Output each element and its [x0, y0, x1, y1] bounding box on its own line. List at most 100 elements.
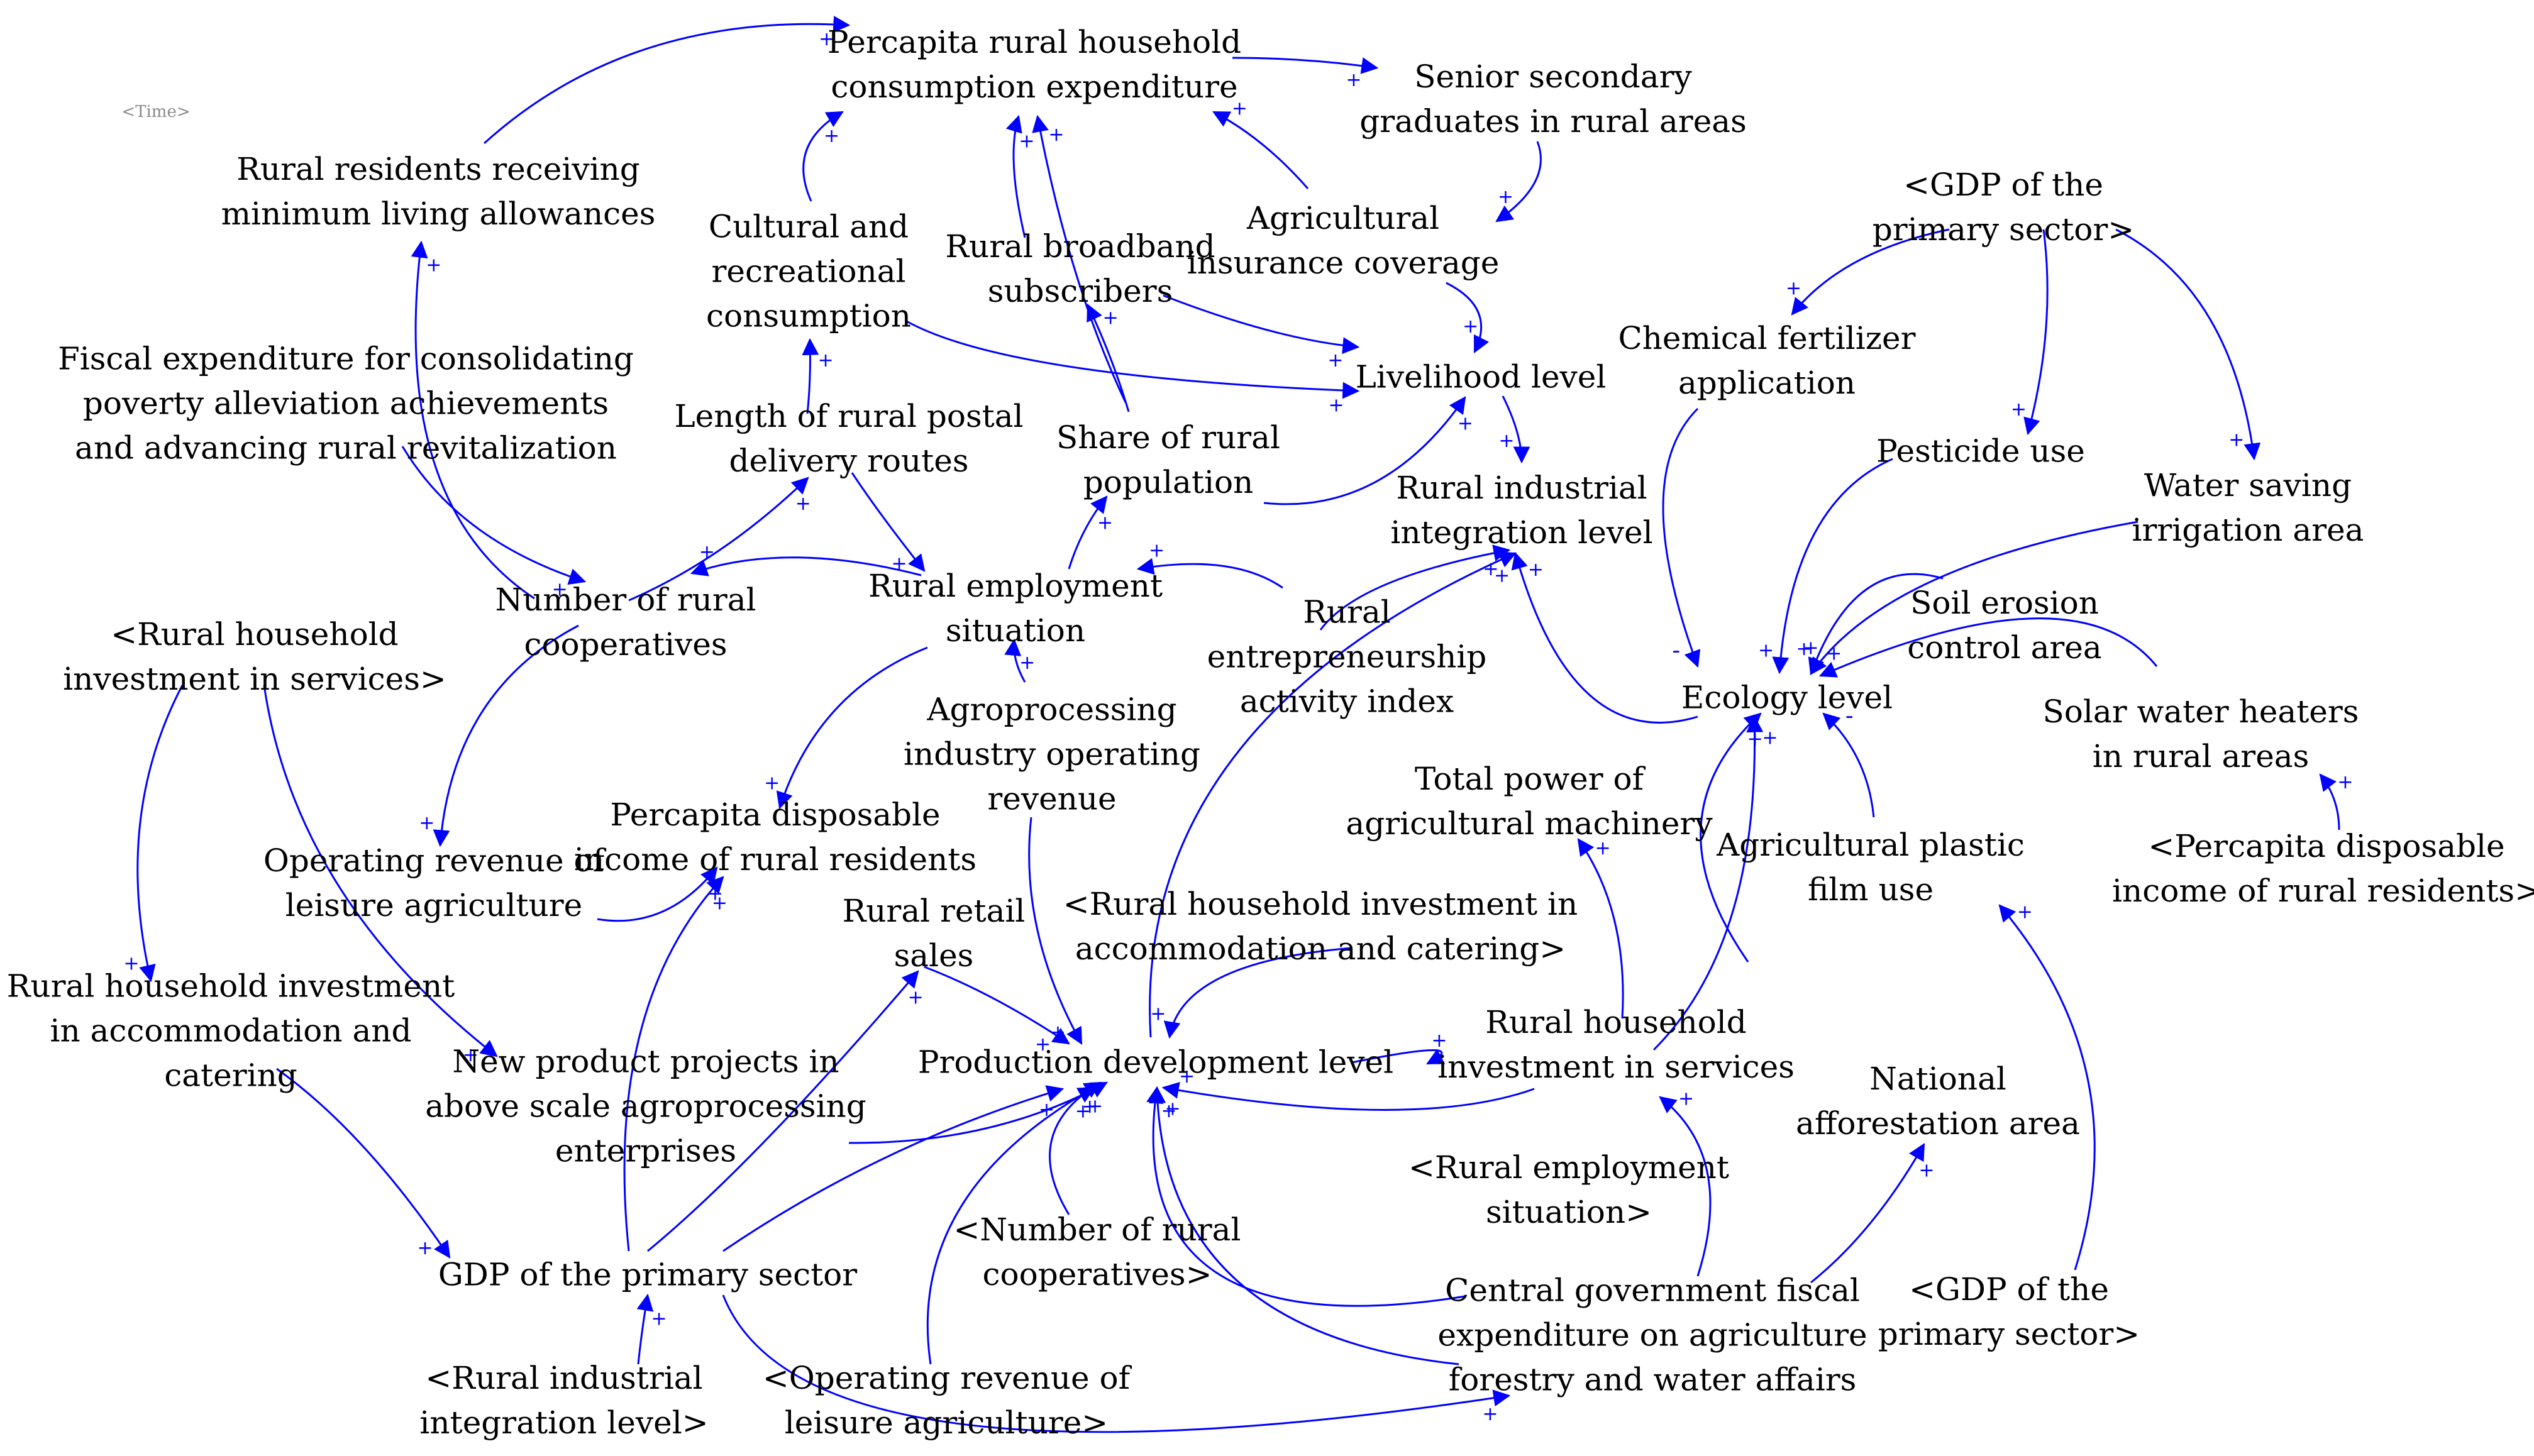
node-solar-heaters: Solar water heaters in rural areas — [2042, 693, 2359, 775]
edge-broadband-to-pc_cons — [1005, 114, 1026, 238]
edge-central_fiscal-to-inv_serv — [1659, 1096, 1712, 1277]
node-central-fiscal: Central government fiscal expenditure on… — [1437, 1272, 1867, 1398]
edge-ind_int_ghost-to-gdp — [636, 1293, 654, 1365]
edge-central_fiscal-to-afforest — [1810, 1143, 1925, 1284]
node-share-rural-pop: Share of rural population — [1056, 419, 1280, 500]
edge-cultural-to-pc_cons — [802, 111, 844, 202]
node-afforestation: National afforestation area — [1796, 1061, 2080, 1142]
node-time: <Time> — [121, 102, 191, 121]
edge-entre-to-ind_int — [1319, 544, 1511, 631]
node-new-products: New product projects in above scale agro… — [425, 1043, 866, 1169]
edge-ag_ins-to-pc_cons — [1212, 111, 1309, 189]
edge-gdp-to-retail — [647, 970, 919, 1252]
node-machinery: Total power of agricultural machinery — [1346, 761, 1713, 842]
edge-accom_ghost-to-production — [1163, 947, 1353, 1039]
node-inv-services-ghost: <Rural household investment in services> — [63, 616, 446, 697]
edge-chem_fert-to-ecology — [1662, 407, 1701, 668]
edge-livelihood-to-ind_int — [1502, 395, 1530, 464]
polarity-fiscal_pov-to-coops: + — [552, 578, 568, 600]
polarity-entre-to-employment: + — [1149, 540, 1165, 562]
edge-agroproc_rev-to-employment — [1004, 638, 1026, 683]
edge-new_prod-to-production — [848, 1081, 1108, 1144]
node-ecology: Ecology level — [1681, 679, 1893, 716]
node-leisure-ghost: <Operating revenue of leisure agricultur… — [762, 1360, 1131, 1441]
edge-gdp-to-central_fiscal — [722, 1294, 1511, 1433]
edge-accom-to-gdp — [276, 1067, 451, 1259]
edge-postal-to-employment — [851, 472, 926, 572]
node-gdp: GDP of the primary sector — [438, 1256, 858, 1293]
polarity-gdp-to-central_fiscal: + — [1482, 1403, 1498, 1425]
node-pc-cons: Percapita rural household consumption ex… — [827, 24, 1242, 105]
polarity-gdp_ghost_top-to-pesticide: + — [2011, 399, 2027, 421]
edge-pesticide-to-ecology — [1772, 458, 1893, 675]
edge-employment-to-disp_inc — [776, 646, 928, 810]
node-soil-erosion: Soil erosion control area — [1907, 585, 2102, 666]
node-disposable-income-ghost: <Percapita disposable income of rural re… — [2112, 828, 2534, 909]
polarity-ag_ins-to-livelihood: + — [1463, 316, 1478, 338]
polarity-pc_cons-to-senior: + — [1346, 69, 1361, 91]
edge-broadband-to-livelihood — [1163, 294, 1360, 355]
edge-retail-to-production — [924, 966, 1070, 1045]
polarity-gdp_ghost_top-to-chem_fert: + — [1786, 278, 1801, 300]
edge-inv_serv-to-production — [1161, 1081, 1535, 1111]
polarity-pesticide-to-ecology: + — [1758, 639, 1774, 661]
edge-fiscal_pov-to-min_living — [411, 240, 535, 600]
edge-employment-to-share_pop — [1068, 495, 1108, 570]
edge-min_living-to-pc_cons — [483, 16, 851, 145]
polarity-broadband-to-pc_cons: + — [1019, 131, 1034, 153]
edge-share_pop-to-livelihood — [1263, 396, 1466, 505]
node-fiscal-poverty: Fiscal expenditure for consolidating pov… — [58, 340, 634, 466]
edge-leisure-to-disp_inc — [597, 866, 718, 922]
polarity-share_pop-to-pc_cons: + — [1048, 124, 1064, 146]
node-leisure-agriculture: Operating revenue of leisure agriculture — [263, 842, 605, 924]
polarity-gdp_ghost_top-to-water_saving: + — [2228, 429, 2244, 451]
node-cultural: Cultural and recreational consumption — [706, 208, 911, 334]
polarity-solar-to-ecology: + — [1826, 643, 1842, 665]
node-employment-ghost: <Rural employment situation> — [1408, 1149, 1729, 1230]
node-plastic-film: Agricultural plastic film use — [1717, 827, 2025, 908]
polarity-fiscal_pov-to-min_living: + — [426, 255, 441, 277]
edge-central_fiscal-to-production — [1149, 1086, 1459, 1365]
node-cooperatives-ghost: <Number of rural cooperatives> — [953, 1211, 1241, 1293]
node-industrial-integration-ghost: <Rural industrial integration level> — [419, 1360, 709, 1441]
edge-gdp_ghost_top-to-water_saving — [2115, 228, 2261, 461]
node-water-saving: Water saving irrigation area — [2132, 467, 2364, 548]
polarity-coops-to-postal: + — [795, 493, 811, 515]
edge-solar-to-ecology — [1818, 617, 2158, 678]
edge-pc_cons-to-senior — [1232, 57, 1379, 74]
edge-plastic-to-ecology — [1822, 712, 1875, 818]
polarity-share_pop-to-livelihood: + — [1458, 413, 1473, 435]
node-chem-fertilizer: Chemical fertilizer application — [1618, 320, 1916, 401]
polarity-broadband-to-livelihood: + — [1327, 350, 1343, 372]
polarity-ag_ins-to-pc_cons: + — [1232, 98, 1248, 120]
polarity-central_fiscal-to-afforest: + — [1918, 1159, 1934, 1181]
node-livelihood: Livelihood level — [1355, 358, 1607, 395]
node-cooperatives: Number of rural cooperatives — [495, 582, 756, 663]
node-gdp-ghost-top: <GDP of the primary sector> — [1872, 167, 2135, 248]
polarity-inv_serv_ghost-to-accom: + — [123, 952, 139, 974]
edge-coops-to-postal — [628, 477, 809, 602]
edge-afforest-to-ecology — [1700, 712, 1762, 962]
polarity-emp_ghost-to-production: + — [1161, 1100, 1176, 1122]
polarity-plastic-to-ecology: - — [1845, 703, 1854, 729]
edge-emp_ghost-to-production — [1146, 1086, 1466, 1307]
node-broadband: Rural broadband subscribers — [945, 228, 1215, 309]
polarity-inv_serv-to-machinery: + — [1595, 837, 1611, 859]
node-min-living: Rural residents receiving minimum living… — [221, 151, 656, 232]
edge-fiscal_pov-to-coops — [401, 446, 587, 585]
node-gdp-ghost-bottom: <GDP of the primary sector> — [1878, 1271, 2140, 1352]
polarity-inv_serv_ghost-to-new_prod: + — [463, 1044, 479, 1066]
polarity-employment-to-coops: + — [699, 541, 715, 563]
polarity-livelihood-to-ind_int: + — [1498, 430, 1514, 452]
node-senior-graduates: Senior secondary graduates in rural area… — [1359, 58, 1747, 140]
polarity-disp_inc_ghost-to-solar: + — [2337, 771, 2353, 793]
node-entrepreneurship: Rural entrepreneurship activity index — [1207, 593, 1487, 720]
polarity-accom_ghost-to-production: + — [1150, 1003, 1166, 1025]
edge-inv_serv_ghost-to-accom — [136, 685, 184, 983]
polarity-inv_serv-to-production: + — [1179, 1066, 1195, 1088]
edge-employment-to-coops — [690, 556, 922, 576]
polarity-agroproc_rev-to-employment: + — [1019, 652, 1035, 674]
edge-share_pop-to-pc_cons — [1032, 114, 1127, 403]
polarity-central_fiscal-to-production: + — [1165, 1098, 1180, 1120]
edge-production-to-ind_int — [1149, 551, 1517, 1038]
